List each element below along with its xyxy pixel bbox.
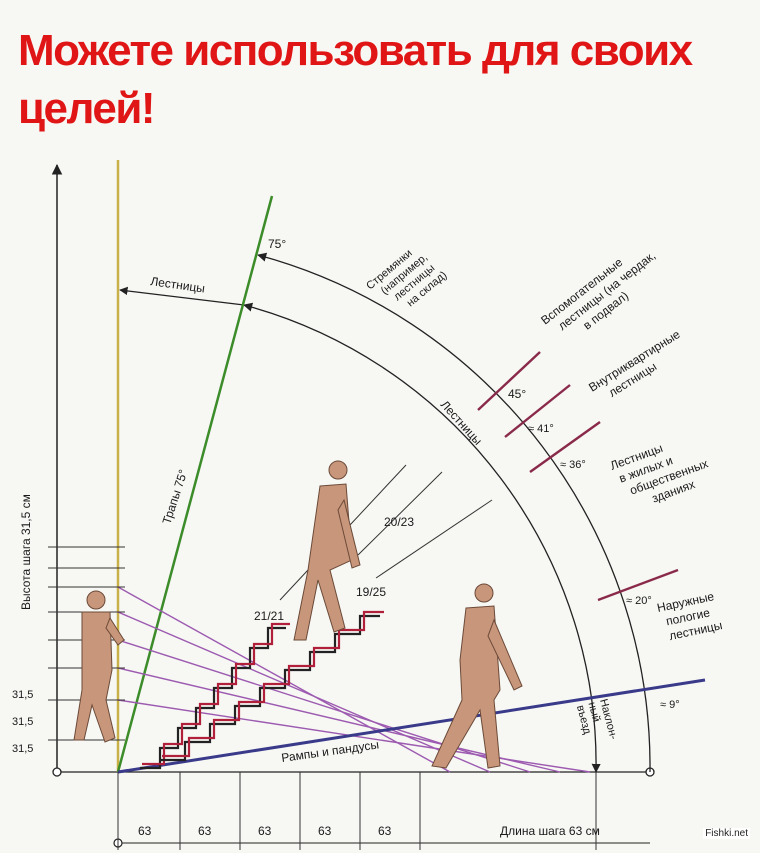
label-step-length: Длина шага 63 см <box>500 824 600 838</box>
label-step-l-5: 63 <box>378 824 392 838</box>
label-ratio-21-21: 21/21 <box>254 609 284 623</box>
line-75-deg <box>116 195 274 773</box>
angle-markers <box>477 351 679 602</box>
label-ratio-20-23: 20/23 <box>384 515 414 529</box>
person-climbing-middle <box>293 460 361 641</box>
person-walking-right <box>431 583 523 769</box>
label-step-h-1: 31,5 <box>12 689 33 701</box>
label-residential: Лестницы в жилых и общественных зданиях <box>608 427 718 515</box>
ramp-line <box>117 678 706 774</box>
label-step-l-2: 63 <box>198 824 212 838</box>
label-angle-20: ≈ 20° <box>626 595 652 607</box>
label-angle-45: 45° <box>508 387 526 401</box>
label-step-h-2: 31,5 <box>12 716 33 728</box>
label-outdoor: Наружные пологие лестницы <box>656 588 725 644</box>
label-step-l-3: 63 <box>258 824 272 838</box>
label-angle-41: ≈ 41° <box>528 423 554 435</box>
label-ramps: Рампы и пандусы <box>280 737 379 765</box>
label-ratio-19-25: 19/25 <box>356 585 386 599</box>
steep-stairs <box>140 622 290 770</box>
ladders-arrow <box>119 286 245 306</box>
label-angle-36: ≈ 36° <box>560 459 586 471</box>
label-auxiliary: Вспомогательные лестницы (на чердак, в п… <box>538 235 670 351</box>
label-stepladders: Стремянки (например, лестницы на склад) <box>364 239 449 322</box>
label-step-l-1: 63 <box>138 824 152 838</box>
person-climbing-left <box>73 590 125 743</box>
gentle-stairs <box>160 610 384 762</box>
label-step-height: Высота шага 31,5 см <box>19 494 33 610</box>
label-angle-75: 75° <box>268 237 286 251</box>
inner-arc <box>243 302 601 773</box>
baseline-origin-dot <box>52 767 62 777</box>
label-stairs-arc: Лестницы <box>438 398 485 448</box>
headline: Можете использовать для своих целей! <box>18 26 693 133</box>
label-intra-apartment: Внутриквартирные лестницы <box>586 325 693 407</box>
label-ladders-top: Лестницы <box>150 274 206 296</box>
step-length-ticks <box>117 772 597 850</box>
watermark: Fishki.net <box>703 828 750 839</box>
label-angle-9: ≈ 9° <box>660 699 680 711</box>
label-step-h-3: 31,5 <box>12 743 33 755</box>
label-incline-entry: Наклон- ный въезд <box>574 698 620 750</box>
label-step-l-4: 63 <box>318 824 332 838</box>
